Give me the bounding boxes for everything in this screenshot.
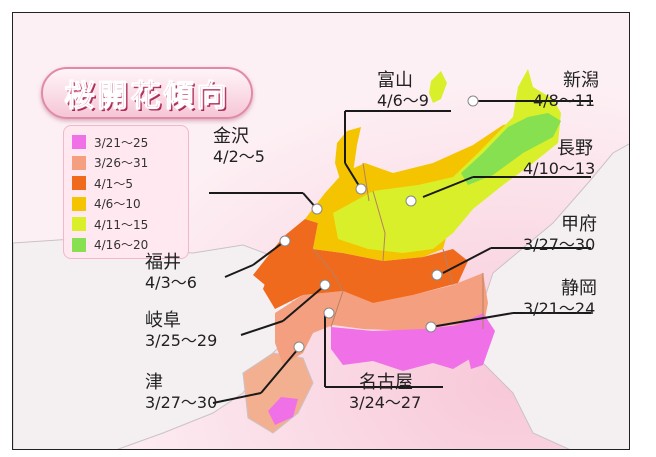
leader-lines	[209, 100, 593, 404]
city-marker-niigata	[467, 95, 479, 107]
map-title-badge: 桜開花傾向	[41, 67, 253, 119]
city-label-nagano: 長野 4/10～13	[523, 139, 595, 179]
city-marker-shizuoka	[425, 321, 437, 333]
city-name: 名古屋	[359, 372, 413, 393]
city-marker-kanazawa	[311, 203, 323, 215]
city-bloom-range: 4/10～13	[523, 159, 596, 178]
map-title: 桜開花傾向	[64, 79, 230, 115]
city-bloom-range: 3/25～29	[145, 331, 218, 350]
city-label-toyama: 富山 4/6～9	[377, 71, 429, 111]
legend-label: 4/16～20	[94, 238, 149, 253]
zone-4-1-5-band	[263, 249, 468, 309]
prefecture-borders	[312, 162, 484, 329]
city-bloom-range: 3/27～30	[145, 393, 218, 412]
city-name: 津	[145, 372, 163, 393]
city-marker-nagano	[405, 195, 417, 207]
legend-label: 4/11～15	[94, 217, 149, 232]
map-canvas	[13, 13, 629, 449]
city-label-kanazawa: 金沢 4/2～5	[213, 127, 265, 167]
legend-label: 4/1～5	[94, 176, 133, 191]
city-name: 新潟	[563, 70, 599, 91]
city-label-fukui: 福井 4/3～6	[145, 253, 197, 293]
legend-item: 4/1～5	[72, 173, 188, 194]
zone-3-21-25-coast	[331, 325, 493, 371]
legend-item: 3/26～31	[72, 153, 188, 174]
city-label-tsu: 津 3/27～30	[145, 373, 217, 413]
city-marker-kofu	[431, 269, 443, 281]
city-bloom-range: 4/2～5	[213, 147, 265, 166]
kii-peninsula	[242, 352, 314, 434]
legend-swatch	[72, 217, 86, 232]
legend-swatch	[72, 135, 86, 150]
sado-island	[429, 71, 447, 103]
city-marker-tsu	[293, 341, 305, 353]
city-bloom-range: 4/3～6	[145, 273, 197, 292]
map-legend: 3/21～25 3/26～31 4/1～5 4/6～10 4/11～15 4/1…	[63, 125, 189, 259]
noto-peninsula	[335, 127, 361, 189]
city-bloom-range: 3/27～30	[523, 235, 596, 254]
city-name: 金沢	[213, 126, 249, 147]
city-name: 岐阜	[145, 310, 181, 331]
legend-label: 3/21～25	[94, 135, 149, 150]
city-label-gifu: 岐阜 3/25～29	[145, 311, 217, 351]
zone-3-21-25-izu	[458, 313, 495, 369]
city-label-niigata: 新潟 4/8～11	[533, 71, 599, 111]
city-name: 甲府	[561, 214, 597, 235]
legend-swatch	[72, 237, 86, 252]
legend-item: 4/6～10	[72, 194, 188, 215]
city-marker-nagoya	[323, 307, 335, 319]
zone-3-21-25-shima	[268, 397, 298, 425]
zone-4-16-20	[461, 113, 561, 185]
city-bloom-range: 4/6～9	[377, 91, 429, 110]
city-bloom-range: 4/8～11	[533, 91, 596, 110]
legend-label: 4/6～10	[94, 197, 141, 212]
legend-item: 4/16～20	[72, 235, 188, 256]
city-name: 長野	[557, 138, 593, 159]
legend-item: 4/11～15	[72, 214, 188, 235]
city-name: 富山	[377, 70, 413, 91]
city-label-nagoya: 名古屋 3/24～27	[349, 373, 421, 413]
city-bloom-range: 3/24～27	[349, 393, 422, 412]
legend-swatch	[72, 155, 86, 170]
legend-swatch	[72, 196, 86, 211]
city-bloom-range: 3/21～24	[523, 299, 596, 318]
city-name: 福井	[145, 252, 181, 273]
legend-item: 3/21～25	[72, 132, 188, 153]
city-label-kofu: 甲府 3/27～30	[523, 215, 597, 255]
zone-4-11-15	[333, 69, 561, 253]
city-marker-fukui	[279, 235, 291, 247]
map-frame: 桜開花傾向 3/21～25 3/26～31 4/1～5 4/6～10 4/11～…	[12, 12, 630, 450]
city-name: 静岡	[561, 278, 597, 299]
legend-label: 3/26～31	[94, 156, 149, 171]
zone-3-26-31-tokai	[275, 273, 488, 365]
city-marker-toyama	[355, 183, 367, 195]
city-label-shizuoka: 静岡 3/21～24	[523, 279, 597, 319]
city-marker-gifu	[319, 279, 331, 291]
zone-4-1-5-fukui	[253, 219, 318, 285]
legend-swatch	[72, 176, 86, 191]
